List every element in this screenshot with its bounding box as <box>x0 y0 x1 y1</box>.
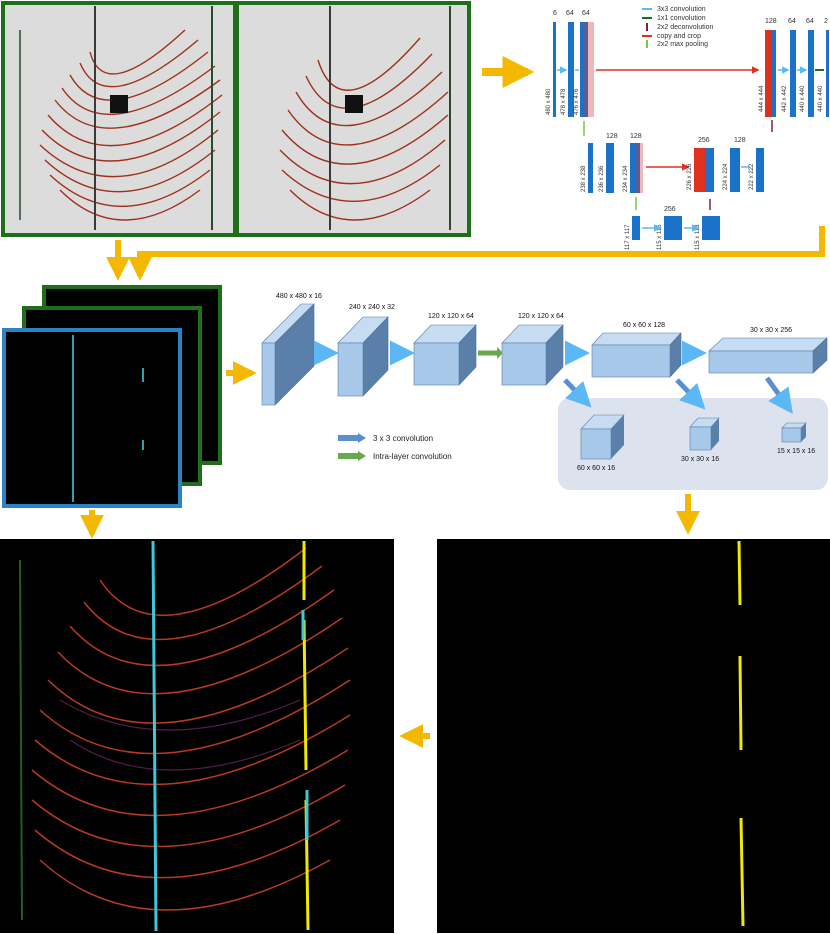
encoder-label-4: 120 x 120 x 64 <box>518 313 564 320</box>
unet-legend-item-1: 1x1 convolution <box>657 15 706 22</box>
encoder-legend-item-0: 3 x 3 convolution <box>373 434 433 443</box>
unet-size-224: 224 x 224 <box>723 163 729 190</box>
unet-ch-r2: 2 <box>824 18 828 25</box>
output-block-2: 30 x 30 x 16 <box>681 417 720 463</box>
output-label-3: 15 x 15 x 16 <box>777 448 815 455</box>
unet-legend-item-3: copy and crop <box>657 33 701 40</box>
unet-ch-r128: 128 <box>765 18 777 25</box>
unet-size-440a: 440 x 440 <box>800 85 806 112</box>
unet-legend: 3x3 convolution 1x1 convolution 2x2 deco… <box>642 6 714 48</box>
unet-ch-m128a: 128 <box>606 133 618 140</box>
unet-size-444: 444 x 444 <box>759 85 765 112</box>
unet-ch-64a: 64 <box>566 10 574 17</box>
unet-ch-m128c: 128 <box>734 137 746 144</box>
output-block-1: 60 x 60 x 16 <box>577 414 625 472</box>
unet-size-117: 117 x 117 <box>625 224 631 250</box>
encoder-diagram: 480 x 480 x 16 240 x 240 x 32 120 x 120 … <box>261 293 828 490</box>
unet-diagram: 3x3 convolution 1x1 convolution 2x2 deco… <box>546 6 829 250</box>
unet-ch-r64a: 64 <box>788 18 796 25</box>
unet-size-238: 238 x 238 <box>581 165 587 192</box>
unet-ch-64b: 64 <box>582 10 590 17</box>
encoder-block-2: 240 x 240 x 32 <box>337 304 395 397</box>
unet-size-442: 442 x 442 <box>782 85 788 112</box>
predicted-lane-mask <box>437 539 830 933</box>
arrow-unet-to-stack <box>106 226 825 281</box>
stacked-input-frames <box>2 285 222 508</box>
unet-size-476: 476 x 476 <box>574 88 580 115</box>
encoder-block-3: 120 x 120 x 64 <box>413 313 477 386</box>
unet-legend-item-0: 3x3 convolution <box>657 6 706 13</box>
unet-size-480: 480 x 480 <box>546 88 552 115</box>
encoder-block-6: 30 x 30 x 256 <box>708 327 828 374</box>
unet-ch-b256: 256 <box>664 206 676 213</box>
unet-legend-item-2: 2x2 deconvolution <box>657 24 714 31</box>
unet-size-222: 222 x 222 <box>749 163 755 190</box>
encoder-legend: 3 x 3 convolution Intra-layer convolutio… <box>338 433 452 461</box>
output-block-3: 15 x 15 x 16 <box>777 422 815 455</box>
encoder-label-5: 60 x 60 x 128 <box>623 322 665 329</box>
unet-size-226: 226 x 226 <box>687 163 693 190</box>
unet-ch-m256a: 256 <box>698 137 710 144</box>
encoder-block-4: 120 x 120 x 64 <box>501 313 564 386</box>
unet-ch-m128b: 128 <box>630 133 642 140</box>
encoder-label-6: 30 x 30 x 256 <box>750 327 792 334</box>
unet-size-236: 236 x 236 <box>599 165 605 192</box>
unet-ch-in: 6 <box>553 10 557 17</box>
unet-size-234: 234 x 234 <box>623 165 629 192</box>
encoder-label-3: 120 x 120 x 64 <box>428 313 474 320</box>
encoder-block-5: 60 x 60 x 128 <box>591 322 682 378</box>
input-lidar-panel-left <box>1 1 237 237</box>
encoder-block-1: 480 x 480 x 16 <box>261 293 322 406</box>
output-label-1: 60 x 60 x 16 <box>577 465 615 472</box>
unet-legend-item-4: 2x2 max pooling <box>657 41 708 48</box>
unet-size-440b: 440 x 440 <box>818 85 824 112</box>
unet-ch-r64b: 64 <box>806 18 814 25</box>
encoder-legend-item-1: Intra-layer convolution <box>373 452 452 461</box>
input-lidar-panel-right <box>235 1 471 237</box>
output-label-2: 30 x 30 x 16 <box>681 456 719 463</box>
unet-size-113: 115 x 113 <box>695 224 701 250</box>
result-overlay-image <box>0 539 394 933</box>
unet-size-115: 115 x 115 <box>657 224 663 250</box>
encoder-label-2: 240 x 240 x 32 <box>349 304 395 311</box>
encoder-label-1: 480 x 480 x 16 <box>276 293 322 300</box>
unet-size-478: 478 x 478 <box>561 88 567 115</box>
